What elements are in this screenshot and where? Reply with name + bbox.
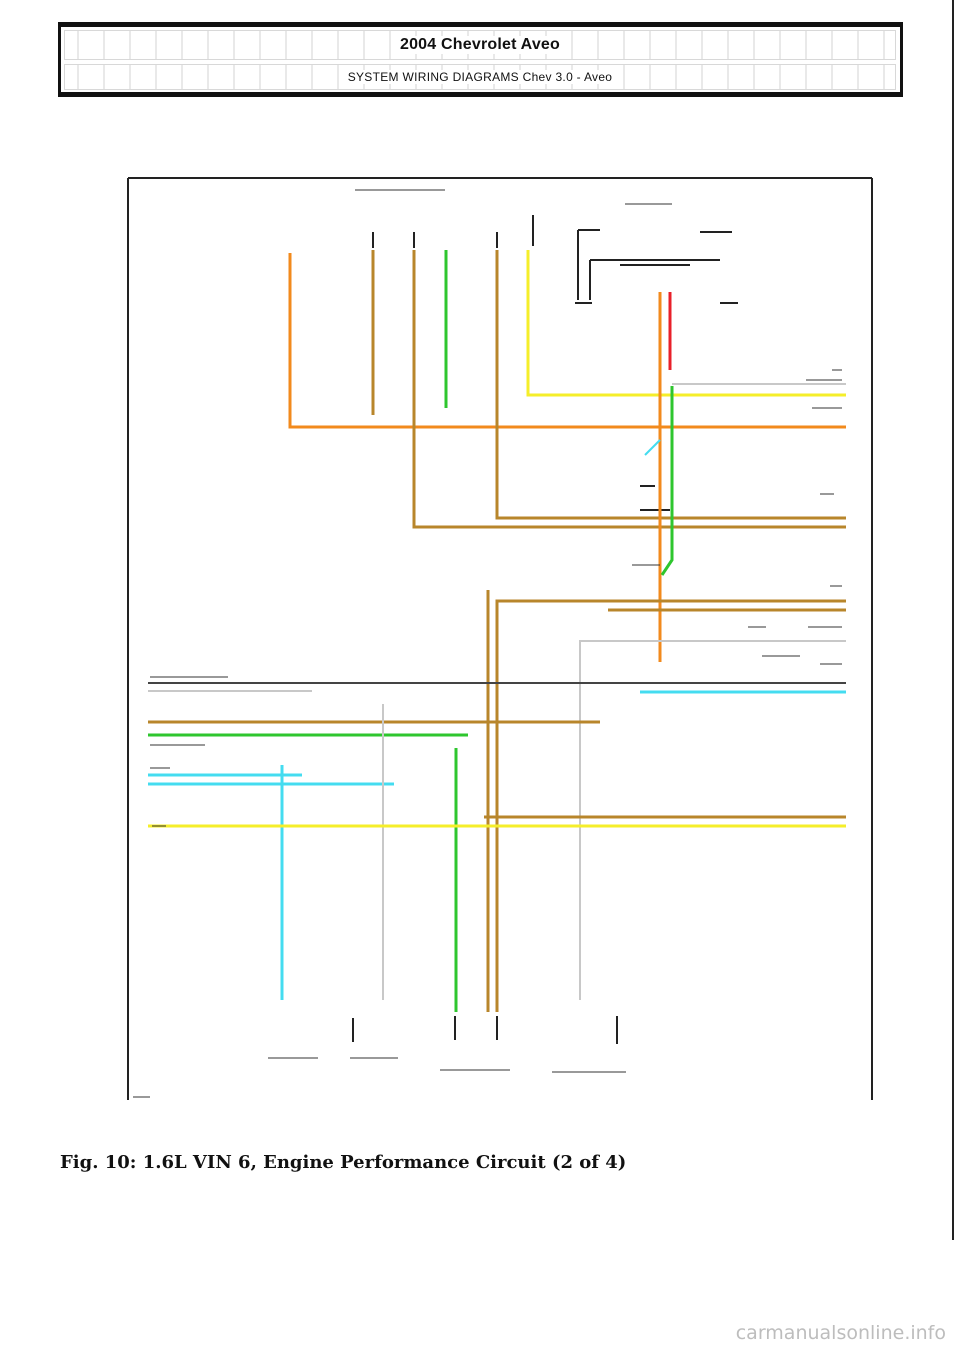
figure-caption: Fig. 10: 1.6L VIN 6, Engine Performance … — [60, 1152, 627, 1173]
top-connector-pins — [372, 215, 738, 511]
header-left-tick — [58, 22, 61, 97]
header-right-tick — [900, 22, 903, 97]
watermark: carmanualsonline.info — [735, 1322, 946, 1344]
label-marks — [133, 189, 842, 1098]
diagram-frame — [127, 177, 873, 1100]
middle-wires — [148, 590, 846, 1012]
header-title-row: 2004 Chevrolet Aveo — [64, 30, 896, 60]
header-top-rule — [58, 22, 903, 27]
page-edge-line — [952, 0, 954, 1240]
page-title: 2004 Chevrolet Aveo — [393, 36, 567, 54]
wiring-diagram — [127, 177, 873, 1100]
page-subtitle: SYSTEM WIRING DIAGRAMS Chev 3.0 - Aveo — [341, 70, 619, 84]
header-subtitle-row: SYSTEM WIRING DIAGRAMS Chev 3.0 - Aveo — [64, 64, 896, 90]
bottom-connector-pins — [352, 1016, 618, 1044]
header-bottom-rule — [58, 92, 903, 97]
